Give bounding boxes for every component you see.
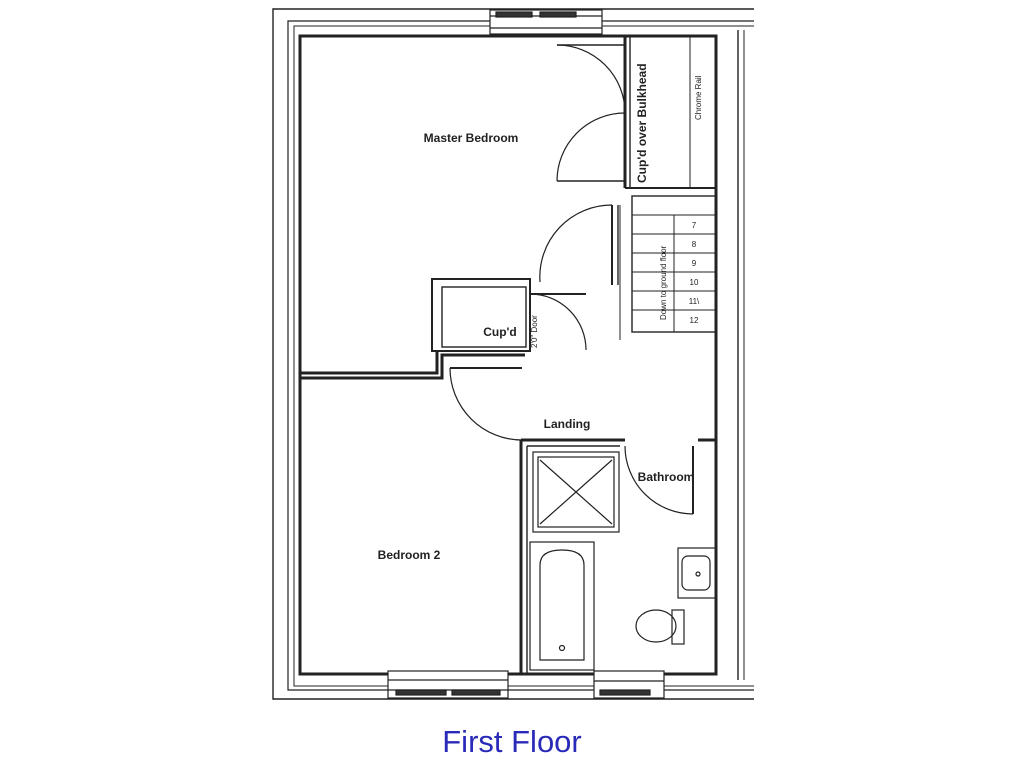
wc-and-basin [635,547,717,645]
shower-tray [532,451,620,533]
windows [387,9,665,699]
doors [449,44,694,515]
label-stairs-down: Down to ground floor [659,245,668,320]
stair-step-11: 11\ [689,297,700,306]
stair-step-8: 8 [692,240,697,249]
label-bathroom: Bathroom [638,470,695,484]
stair-step-9: 9 [692,259,697,268]
stair-step-10: 10 [690,278,699,287]
label-master-bedroom: Master Bedroom [424,131,519,145]
stair-step-numbers: 7 8 9 10 11\ 12 [689,221,700,325]
label-landing: Landing [544,417,591,431]
label-door-note: 2'0" Door [530,315,539,348]
bath [529,541,595,671]
label-bedroom-2: Bedroom 2 [378,548,441,562]
staircase [619,195,717,340]
label-cupd: Cup'd [483,325,517,339]
stair-step-12: 12 [690,316,699,325]
floor-caption: First Floor [442,724,582,759]
label-chrome-rail: Chrome Rail [694,75,703,120]
stair-step-7: 7 [692,221,697,230]
label-cupd-over-bulkhead: Cup'd over Bulkhead [635,63,649,183]
